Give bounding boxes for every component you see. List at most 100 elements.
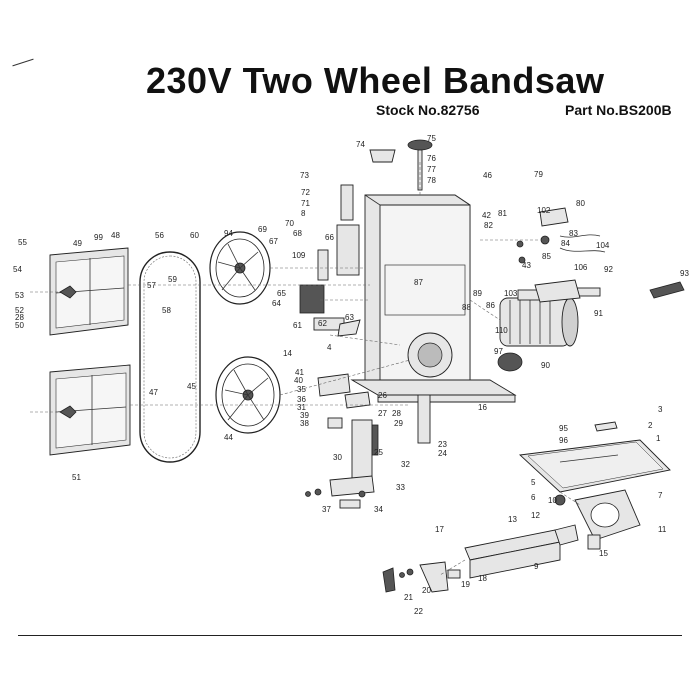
callout-41: 41 [295, 368, 304, 377]
callout-8: 8 [301, 209, 306, 218]
upper-wheel [209, 231, 271, 305]
callout-57: 57 [147, 281, 156, 290]
callout-64: 64 [272, 299, 281, 308]
callout-79: 79 [534, 170, 543, 179]
upper-door-panel [49, 247, 129, 336]
callout-77: 77 [427, 165, 436, 174]
table-trunnion [554, 489, 641, 550]
callout-15: 15 [599, 549, 608, 558]
callout-31: 31 [297, 403, 306, 412]
callout-62: 62 [318, 319, 327, 328]
callout-69: 69 [258, 225, 267, 234]
callout-90: 90 [541, 361, 550, 370]
callout-78: 78 [427, 176, 436, 185]
callout-61: 61 [293, 321, 302, 330]
callout-52: 52 [15, 306, 24, 315]
callout-103: 103 [504, 289, 518, 298]
callout-23: 23 [438, 440, 447, 449]
callout-87: 87 [414, 278, 423, 287]
callout-74: 74 [356, 140, 365, 149]
callout-97: 97 [494, 347, 503, 356]
callout-82: 82 [484, 221, 493, 230]
callout-95: 95 [559, 424, 568, 433]
mitre-gauge [382, 561, 461, 593]
callout-30: 30 [333, 453, 342, 462]
callout-27: 27 [378, 409, 387, 418]
callout-86: 86 [486, 301, 495, 310]
diagram-title: 230V Two Wheel Bandsaw [146, 60, 605, 101]
callout-7: 7 [658, 491, 663, 500]
callout-14: 14 [283, 349, 292, 358]
bandsaw-blade [139, 251, 201, 463]
callout-104: 104 [596, 241, 610, 250]
callout-12: 12 [531, 511, 540, 520]
callout-5: 5 [531, 478, 536, 487]
callout-38: 38 [300, 419, 309, 428]
callout-93: 93 [680, 269, 689, 278]
part-number: Part No.BS200B [565, 102, 672, 118]
callout-44: 44 [224, 433, 233, 442]
callout-94: 94 [224, 229, 233, 238]
callout-65: 65 [277, 289, 286, 298]
callout-33: 33 [396, 483, 405, 492]
callout-71: 71 [301, 199, 310, 208]
callout-63: 63 [345, 313, 354, 322]
callout-36: 36 [297, 395, 306, 404]
callout-50: 50 [15, 321, 24, 330]
callout-85: 85 [542, 252, 551, 261]
callout-2: 2 [648, 421, 653, 430]
callout-67: 67 [269, 237, 278, 246]
callout-59: 59 [168, 275, 177, 284]
callout-22: 22 [414, 607, 423, 616]
callout-84: 84 [561, 239, 570, 248]
motor [497, 289, 579, 372]
callout-72: 72 [301, 188, 310, 197]
callout-20: 20 [422, 586, 431, 595]
lower-wheel [215, 356, 281, 434]
stock-number: Stock No.82756 [376, 102, 480, 118]
callout-53: 53 [15, 291, 24, 300]
lower-blade-guide [305, 475, 375, 509]
callout-102: 102 [537, 206, 551, 215]
callout-66: 66 [325, 233, 334, 242]
assembly-lines [30, 160, 581, 576]
callout-81: 81 [498, 209, 507, 218]
callout-17: 17 [435, 525, 444, 534]
callout-73: 73 [300, 171, 309, 180]
callout-28: 28 [392, 409, 401, 418]
rip-fence [464, 524, 579, 579]
callout-24: 24 [438, 449, 447, 458]
callout-29: 29 [394, 419, 403, 428]
callout-9: 9 [534, 562, 539, 571]
callout-49: 49 [73, 239, 82, 248]
callout-110: 110 [495, 326, 508, 335]
callout-21: 21 [404, 593, 413, 602]
callout-34: 34 [374, 505, 383, 514]
callout-92: 92 [604, 265, 613, 274]
callout-46: 46 [483, 171, 492, 180]
callout-68: 68 [293, 229, 302, 238]
callout-83: 83 [569, 229, 578, 238]
callout-70: 70 [285, 219, 294, 228]
callout-56: 56 [155, 231, 164, 240]
callout-55: 55 [18, 238, 27, 247]
callout-26: 26 [378, 391, 387, 400]
callout-54: 54 [13, 265, 22, 274]
upper-blade-guide [317, 373, 379, 481]
callout-45: 45 [187, 382, 196, 391]
callout-43: 43 [522, 261, 531, 270]
callout-47: 47 [149, 388, 158, 397]
callout-35: 35 [297, 385, 306, 394]
callout-109: 109 [292, 251, 306, 260]
main-frame [350, 194, 517, 444]
callout-91: 91 [594, 309, 603, 318]
callout-106: 106 [574, 263, 588, 272]
callout-58: 58 [162, 306, 171, 315]
callout-13: 13 [508, 515, 517, 524]
callout-89: 89 [473, 289, 482, 298]
callout-1: 1 [656, 434, 661, 443]
callout-60: 60 [190, 231, 199, 240]
